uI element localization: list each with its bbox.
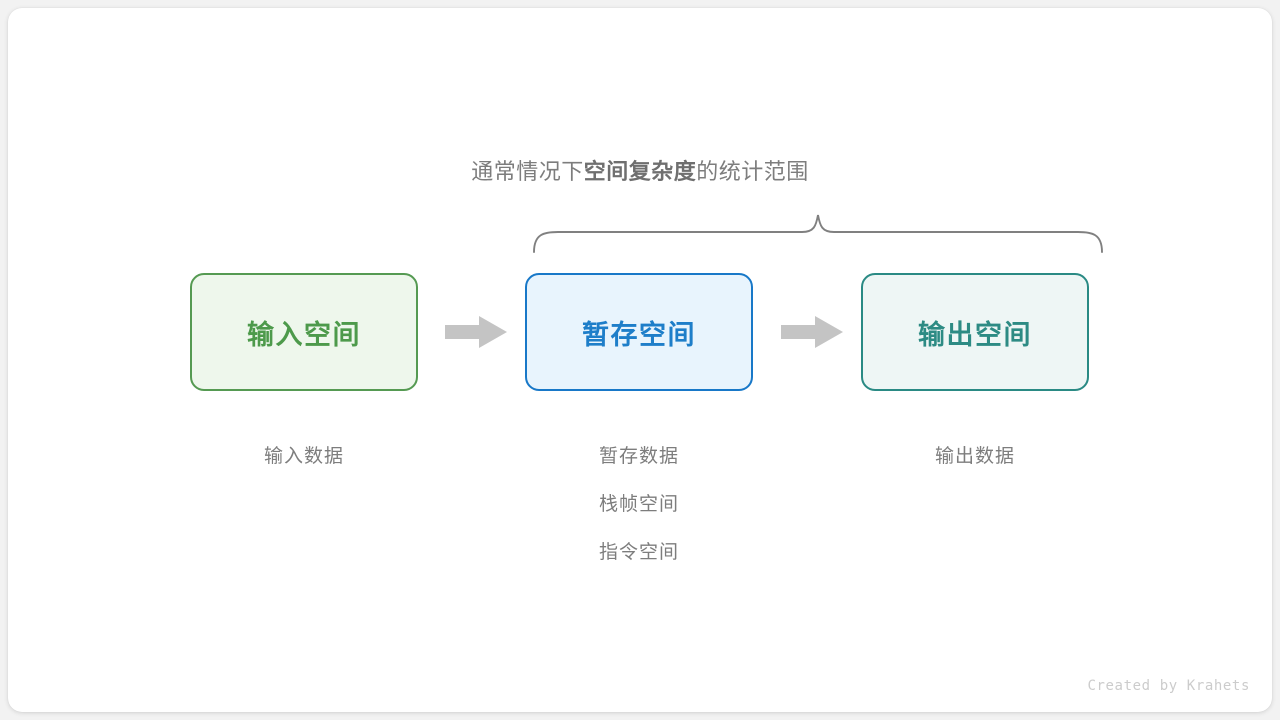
box-input-space[interactable]: 输入空间 [190,273,418,391]
arrow-temp-to-output [781,316,843,348]
caption-input: 输入数据 [174,433,434,481]
caption-input-line: 输入数据 [263,446,344,467]
scope-brace [518,206,1118,262]
pipeline-row: 输入空间 暂存空间 输出空间 [8,265,1272,399]
diagram-title: 通常情况下空间复杂度的统计范围 [8,154,1272,186]
caption-temp-line-3: 指令空间 [598,542,679,563]
right-arrow-icon [781,316,843,348]
caption-temp-line-1: 暂存数据 [598,446,679,467]
title-emphasis: 空间复杂度 [583,159,697,184]
title-suffix: 的统计范围 [696,159,809,184]
caption-temp-line-2: 栈帧空间 [598,494,679,515]
box-output-space-label: 输出空间 [918,319,1032,350]
right-arrow-icon [445,316,507,348]
scope-brace-icon [533,214,1103,253]
title-prefix: 通常情况下 [471,159,584,184]
diagram-stage: 通常情况下空间复杂度的统计范围 输入空间 暂存空间 [8,8,1272,712]
caption-temp: 暂存数据 栈帧空间 指令空间 [509,433,769,577]
caption-output-line: 输出数据 [934,446,1015,467]
arrow-input-to-temp [445,316,507,348]
box-input-space-label: 输入空间 [247,319,361,350]
box-output-space[interactable]: 输出空间 [861,273,1089,391]
caption-output: 输出数据 [845,433,1105,481]
box-temp-space-label: 暂存空间 [582,319,696,350]
footer-credit: Created by Krahets [1087,678,1250,694]
box-temp-space[interactable]: 暂存空间 [525,273,753,391]
diagram-card: 通常情况下空间复杂度的统计范围 输入空间 暂存空间 [8,8,1272,712]
